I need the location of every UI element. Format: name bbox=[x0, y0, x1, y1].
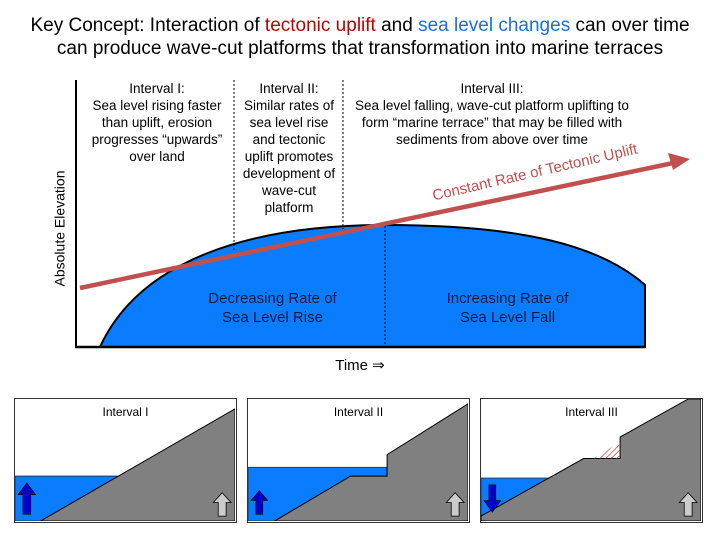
sea-level-up-arrow-icon bbox=[17, 482, 37, 515]
uplift-arrow bbox=[79, 159, 679, 291]
panel-label: Interval III bbox=[565, 405, 618, 419]
region-left-label: Decreasing Rate of Sea Level Rise bbox=[208, 290, 337, 326]
sediment-fill bbox=[593, 441, 621, 459]
uplift-up-arrow-icon bbox=[212, 492, 232, 517]
panel-interval-2: Interval II bbox=[247, 398, 470, 523]
uplift-arrowhead bbox=[668, 153, 690, 170]
panel-label: Interval II bbox=[333, 405, 384, 419]
interval-1-description: Interval I: Sea level rising faster than… bbox=[84, 80, 230, 165]
interval-text: Sea level rising faster than uplift, ero… bbox=[91, 98, 223, 164]
sea-water bbox=[15, 475, 121, 521]
uplift-up-arrow-icon bbox=[445, 492, 465, 517]
panel-interval-1: Interval I bbox=[14, 398, 237, 523]
main-diagram bbox=[75, 80, 690, 349]
interval-text: Sea level falling, wave-cut platform upl… bbox=[355, 98, 629, 147]
uplift-up-arrow-icon bbox=[678, 492, 698, 517]
title-text: Key Concept: Interaction of bbox=[30, 15, 265, 36]
title-line-2: can produce wave-cut platforms that tran… bbox=[56, 38, 664, 59]
ground bbox=[273, 403, 468, 521]
panel-interval-3: Interval III bbox=[480, 398, 703, 523]
title-text: can over time bbox=[570, 15, 690, 36]
slide-title: Key Concept: Interaction of tectonic upl… bbox=[0, 14, 720, 60]
y-axis-label: Absolute Elevation bbox=[51, 170, 68, 287]
interval-heading: Interval III: bbox=[460, 81, 524, 96]
title-tectonic-uplift: tectonic uplift bbox=[264, 15, 376, 36]
interval-3-description: Interval III: Sea level falling, wave-cu… bbox=[352, 80, 632, 148]
interval-heading: Interval II: bbox=[259, 81, 319, 96]
panel-label: Interval I bbox=[102, 405, 149, 419]
x-axis-label: Time ⇒ bbox=[335, 357, 385, 374]
sea-level-curve bbox=[98, 223, 646, 348]
sea-level-up-arrow-icon bbox=[250, 490, 269, 515]
ground bbox=[39, 408, 235, 521]
interval-2-description: Interval II: Similar rates of sea level … bbox=[238, 80, 340, 216]
interval-text: Similar rates of sea level rise and tect… bbox=[242, 98, 336, 215]
region-right-label: Increasing Rate of Sea Level Fall bbox=[446, 290, 569, 326]
sea-level-down-arrow-icon bbox=[483, 484, 502, 513]
interval-heading: Interval I: bbox=[129, 81, 185, 96]
ground bbox=[481, 399, 701, 521]
title-text: and bbox=[375, 15, 419, 36]
title-sea-level: sea level changes bbox=[418, 15, 571, 36]
